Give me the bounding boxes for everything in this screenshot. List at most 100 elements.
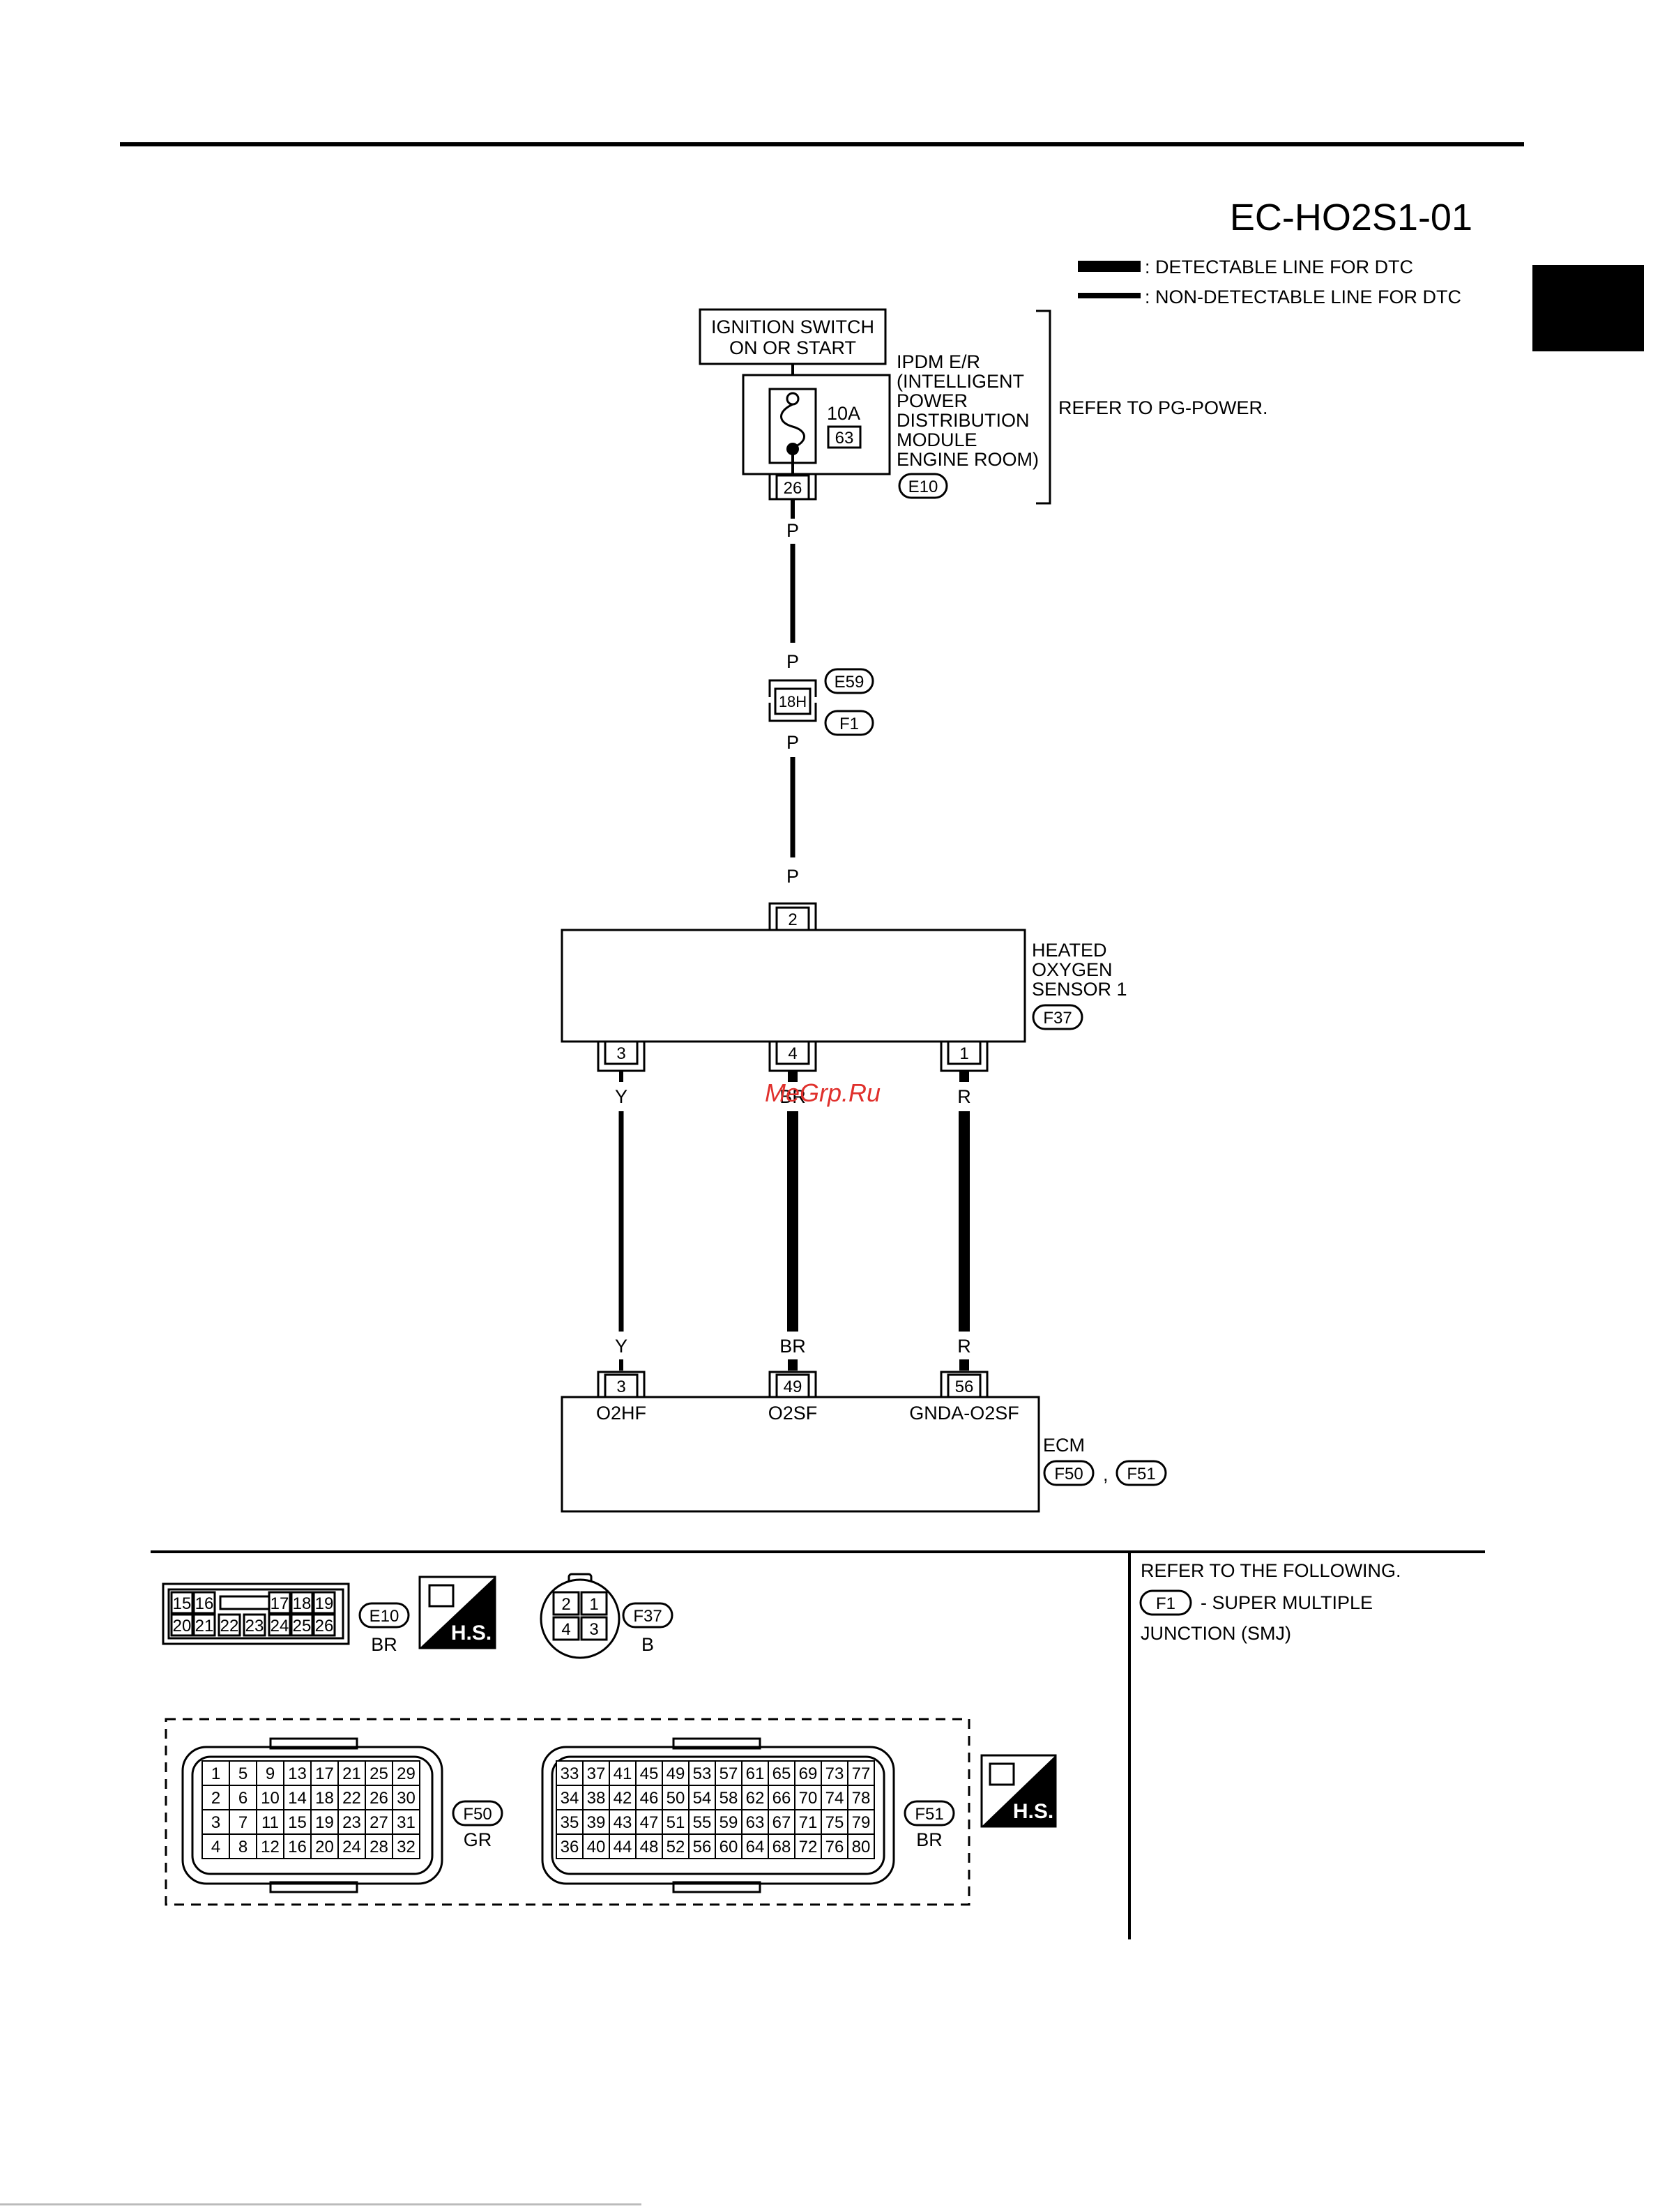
f50-pin-label: 22 (342, 1789, 361, 1808)
f51-pin-cell (635, 1760, 663, 1786)
f51-pin-label: 52 (667, 1838, 685, 1856)
svg-text:21: 21 (195, 1617, 214, 1635)
f51-pin-cell (609, 1785, 637, 1810)
svg-text:23: 23 (245, 1617, 264, 1635)
ecm-connector-a-badge (1043, 1460, 1095, 1486)
reference-line1: REFER TO THE FOLLOWING. (1141, 1560, 1401, 1581)
f51-pin-cell (847, 1809, 875, 1835)
sensor-heater-pin: 3 (616, 1044, 625, 1063)
f50-pin-label: 9 (266, 1764, 275, 1783)
f50-pin-label: 25 (370, 1764, 388, 1783)
sensor-connector: F37 (1043, 1009, 1072, 1028)
supply-color-1: P (786, 520, 799, 541)
sensor-signal-pin: 4 (788, 1044, 797, 1063)
f51-pin-cell (609, 1760, 637, 1786)
svg-text:OXYGEN: OXYGEN (1032, 959, 1113, 980)
f51-pin-label: 50 (667, 1789, 685, 1808)
fuse-number-box (827, 425, 862, 449)
sensor-ground-pin: 1 (959, 1044, 968, 1063)
f51-pin-cell (582, 1760, 610, 1786)
svg-text:H.S.: H.S. (1013, 1800, 1053, 1823)
ipdm-connector: E10 (908, 478, 938, 496)
f51-pin-label: 48 (640, 1838, 659, 1856)
f51-pin-cell (662, 1785, 690, 1810)
ecm-connector-b: F51 (1127, 1465, 1155, 1483)
f51-pin-cell (582, 1833, 610, 1859)
svg-text:4: 4 (561, 1620, 570, 1639)
f50-pin-label: 17 (315, 1764, 334, 1783)
f51-pin-label: 77 (852, 1764, 871, 1783)
f51-pin-label: 46 (640, 1789, 659, 1808)
svg-text:IPDM E/R: IPDM E/R (897, 351, 980, 372)
joint-lower-badge (824, 710, 874, 736)
f51-pin-label: 53 (693, 1764, 712, 1783)
ignition-switch-box (699, 308, 887, 365)
sensor-signal-pin-box (775, 1040, 810, 1065)
f50-connector-view (181, 1737, 443, 1893)
f51-pin-cell (556, 1760, 584, 1786)
f50-pin-label: 27 (370, 1813, 388, 1832)
f50-pin-cell (310, 1785, 339, 1810)
svg-text:24: 24 (271, 1617, 289, 1635)
f51-pin-label: 73 (825, 1764, 844, 1783)
ignition-line2: ON OR START (729, 337, 856, 358)
f51-pin-cell (741, 1760, 769, 1786)
f50-pin-cell (229, 1833, 257, 1859)
f51-pin-label: 68 (772, 1838, 791, 1856)
f50-pin-cell (337, 1785, 366, 1810)
f50-pin-cell (392, 1809, 420, 1835)
f50-pin-cell (256, 1809, 284, 1835)
svg-text:MODULE: MODULE (897, 429, 977, 450)
ecm-o2hf-bracket (597, 1371, 646, 1397)
f51-pin-cell (847, 1785, 875, 1810)
f51-pin-label: 59 (719, 1813, 738, 1832)
f51-pin-label: 72 (799, 1838, 818, 1856)
ipdm-output-pin: 26 (784, 479, 802, 498)
svg-text:26: 26 (315, 1617, 334, 1635)
sensor-ground-pin-box (947, 1040, 982, 1065)
svg-text:22: 22 (220, 1617, 239, 1635)
f51-pin-cell (635, 1833, 663, 1859)
reference-connector: F1 (1156, 1594, 1175, 1613)
ecm-connector-b-badge (1115, 1460, 1167, 1486)
svg-text:H.S.: H.S. (451, 1622, 492, 1645)
gnda-color-top: R (957, 1086, 971, 1107)
legend-detectable: : DETECTABLE LINE FOR DTC (1145, 257, 1413, 277)
ecm-signal-gnda: GNDA-O2SF (909, 1403, 1019, 1424)
watermark: MeGrp.Ru (765, 1078, 881, 1107)
ecm-o2hf-pin-box (604, 1373, 639, 1398)
f51-pin-label: 58 (719, 1789, 738, 1808)
f50-pin-cell (283, 1760, 312, 1786)
reference-line3: JUNCTION (SMJ) (1141, 1623, 1291, 1644)
f50-pin-cell (256, 1833, 284, 1859)
f50-pin-label: 30 (397, 1789, 416, 1808)
f51-pin-label: 67 (772, 1813, 791, 1832)
sensor-label: HEATED OXYGEN SENSOR 1 (1032, 940, 1127, 1000)
hs-badge-icon-2: H.S. (980, 1754, 1057, 1828)
f50-pin-label: 12 (261, 1838, 280, 1856)
gnda-color-bottom: R (957, 1336, 971, 1357)
f51-pin-label: 56 (693, 1838, 712, 1856)
fuse-top-terminal (786, 392, 800, 406)
f37-view-badge (622, 1602, 673, 1629)
f50-view-color: GR (464, 1829, 492, 1850)
f50-pin-label: 6 (238, 1789, 248, 1808)
fuse-rating: 10A (827, 403, 860, 424)
f51-pin-label: 61 (746, 1764, 765, 1783)
joint-lower-connector: F1 (839, 715, 859, 733)
f51-pin-label: 63 (746, 1813, 765, 1832)
heated-oxygen-sensor-box (561, 929, 1026, 1043)
f50-pin-label: 16 (288, 1838, 307, 1856)
joint-upper-bracket (768, 679, 817, 697)
legend-non-detectable: : NON-DETECTABLE LINE FOR DTC (1145, 287, 1461, 307)
f51-pin-label: 64 (746, 1838, 765, 1856)
f50-pin-cell (392, 1833, 420, 1859)
ecm-connector-separator: , (1103, 1464, 1109, 1485)
ipdm-connector-badge (898, 473, 948, 499)
f51-pin-label: 57 (719, 1764, 738, 1783)
f50-view-badge (452, 1800, 503, 1826)
f51-pin-label: 55 (693, 1813, 712, 1832)
f51-pin-label: 38 (587, 1789, 606, 1808)
f50-pin-label: 1 (211, 1764, 220, 1783)
